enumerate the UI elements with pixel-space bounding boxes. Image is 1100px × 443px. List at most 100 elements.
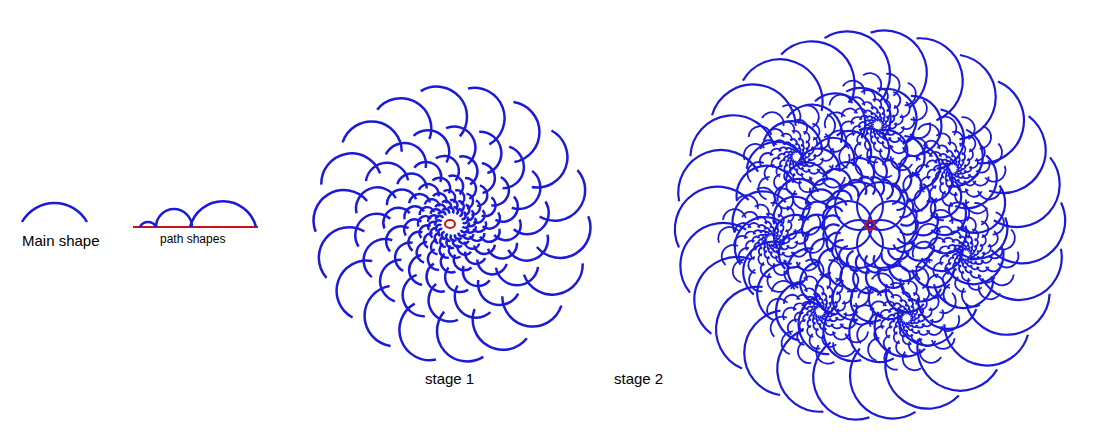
spiral-arc [735, 217, 783, 265]
center-mark [445, 220, 455, 228]
spiral-arc [455, 234, 462, 239]
spiral-arc [956, 170, 959, 172]
spiral-arc [775, 187, 788, 209]
spiral-arc [823, 313, 826, 315]
spiral-arc [771, 317, 787, 337]
spiral-arc [917, 38, 963, 120]
spiral-arc [816, 317, 818, 321]
spiral-arc [786, 148, 792, 151]
spiral-arc [979, 274, 995, 282]
spiral-arc [886, 74, 899, 96]
spiral-arc [467, 218, 476, 226]
spiral-arc [780, 122, 794, 134]
spiral-arc [896, 341, 907, 356]
spiral-arc [979, 285, 1001, 299]
spiral-arc [968, 135, 975, 151]
spiral-arc [808, 319, 812, 327]
spiral-arc [446, 234, 451, 241]
spiral-arc [458, 233, 465, 237]
spiral-arc [822, 315, 825, 316]
spiral-arc [932, 338, 955, 349]
spiral-arc [875, 119, 877, 121]
spiral-arc [871, 122, 874, 124]
spiral-arc [915, 267, 928, 289]
spiral-arc [782, 105, 800, 124]
spiral-arc [794, 151, 796, 153]
spiral-arc [765, 237, 768, 239]
spiral-arc [908, 326, 913, 330]
spiral-arc [951, 173, 953, 176]
spiral-arc [920, 177, 930, 192]
spiral-arc [459, 156, 477, 184]
spiral-arc [777, 330, 823, 412]
spiral-arc [975, 146, 985, 161]
spiral-arc [736, 195, 758, 209]
spiral-arc [540, 170, 586, 221]
spiral-arc [775, 241, 778, 243]
spiral-arc [905, 138, 928, 149]
spiral-arc [799, 160, 802, 161]
spiral-arc [874, 128, 875, 131]
spiral-arc [829, 95, 852, 106]
spiral-arc [874, 326, 884, 341]
spiral-arc [927, 162, 953, 201]
spiral-arc [784, 271, 806, 285]
spiral-arc [678, 150, 758, 201]
spiral-arc [436, 225, 441, 231]
center-ring [857, 182, 905, 230]
spiral-arc [963, 248, 965, 250]
spiral-arc [842, 288, 852, 303]
spiral-arc [747, 142, 806, 169]
spiral-arc [946, 166, 949, 168]
spiral-arc [793, 160, 794, 163]
spiral-arc [799, 151, 800, 154]
spiral-arc [508, 235, 548, 261]
spiral-arc [893, 92, 900, 108]
spiral-arc [966, 200, 988, 214]
spiral-arc [922, 248, 963, 271]
spiral-arc [965, 248, 967, 251]
spiral-arc [970, 253, 972, 255]
spiral-arc [829, 260, 842, 282]
spiral-arc [788, 320, 798, 335]
spiral-arc [788, 152, 792, 154]
spiral-arc [426, 264, 444, 292]
spiral-arc [790, 156, 792, 158]
stage-label: stage 2 [614, 371, 663, 386]
spiral-arc [468, 88, 505, 145]
spiral-arc [496, 267, 538, 285]
spiral-arc [690, 115, 774, 156]
main-shape-arc [22, 203, 87, 222]
spiral-arc [712, 84, 796, 125]
spiral-arc [815, 272, 835, 314]
spiral-arc [948, 130, 983, 187]
spiral-arc [960, 55, 996, 139]
spiral-arc [977, 267, 988, 272]
spiral-arc [961, 250, 964, 251]
spiral-arc [911, 317, 913, 319]
spiral-arc [871, 125, 873, 127]
spiral-arc [920, 349, 942, 363]
spiral-arc [814, 309, 817, 311]
spiral-arc [774, 174, 781, 190]
spiral-arc [762, 112, 784, 126]
spiral-arc [827, 233, 841, 252]
spiral-arc [899, 198, 913, 217]
spiral-arc [758, 239, 762, 244]
spiral-arc [855, 142, 862, 158]
spiral-arc [846, 88, 891, 139]
spiral-arc [801, 153, 803, 156]
spiral-arc [879, 107, 884, 114]
spiral-arc [872, 127, 874, 130]
spiral-arc [822, 177, 845, 188]
spiral-arc [905, 245, 934, 260]
spiral-arc [812, 124, 819, 140]
spiral-arc [824, 310, 826, 312]
spiral-arc [775, 238, 777, 240]
spiral-arc [991, 275, 1014, 286]
spiral-arc [975, 260, 983, 264]
spiral-arc [820, 316, 822, 318]
spiral-arc [473, 309, 527, 350]
spiral-arc [947, 170, 949, 173]
